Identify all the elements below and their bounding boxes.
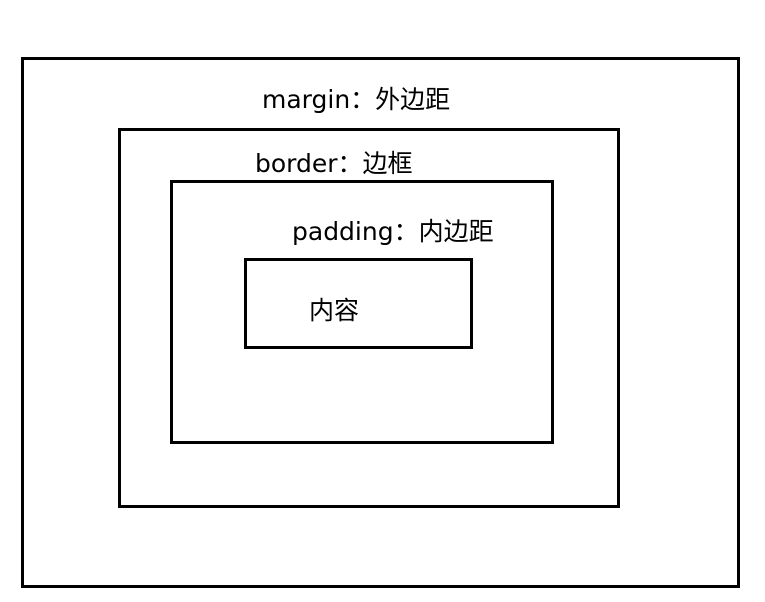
- border-label: border：边框: [255, 149, 413, 178]
- padding-area-box: [170, 180, 554, 444]
- margin-area-box: [21, 57, 740, 588]
- content-area-box: [244, 258, 473, 349]
- padding-label: padding：内边距: [292, 217, 494, 246]
- border-area-box: [118, 128, 620, 508]
- content-label: 内容: [309, 296, 360, 325]
- margin-label: margin：外边距: [262, 85, 451, 114]
